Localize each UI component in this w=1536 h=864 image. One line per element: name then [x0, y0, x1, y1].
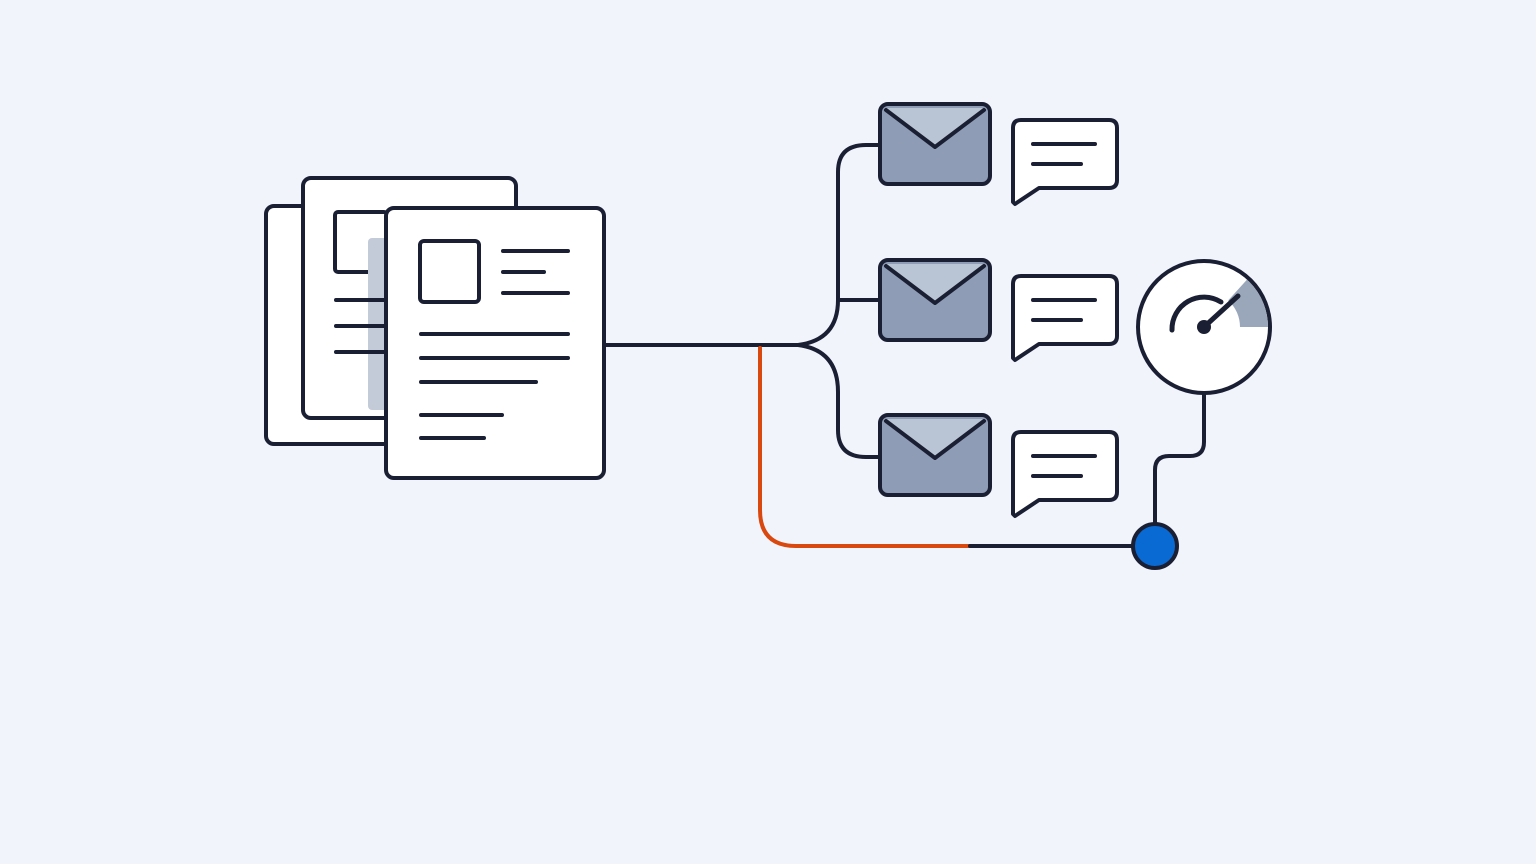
envelope-flap — [884, 108, 986, 147]
envelope-icon — [878, 413, 992, 497]
speedometer-icon — [1136, 259, 1272, 395]
document-front-photo — [418, 239, 481, 304]
gauge-level-fill — [1228, 279, 1268, 327]
envelope-flap — [884, 419, 986, 458]
gauge-connector — [1153, 392, 1206, 526]
chat-bubble-group — [1011, 118, 1119, 518]
envelope-icon — [878, 102, 992, 186]
envelope-group — [878, 102, 992, 497]
envelope-icon — [878, 258, 992, 342]
branch-bottom-connector — [796, 343, 882, 459]
envelope-fold — [884, 108, 986, 149]
gauge-arc — [1169, 294, 1224, 333]
envelope-fold — [884, 264, 986, 305]
connectors — [604, 143, 1206, 548]
chat-bubble-icon — [1011, 274, 1119, 362]
highlight-path-connector — [758, 346, 972, 548]
branch-top-connector — [796, 143, 882, 347]
endpoint-dot — [1131, 522, 1179, 570]
gauge-needle — [1201, 293, 1241, 330]
document-stack-icon — [264, 176, 606, 480]
envelope-fold — [884, 419, 986, 460]
envelope-flap — [884, 264, 986, 303]
chat-bubble-icon — [1011, 118, 1119, 206]
chat-bubble-icon — [1011, 430, 1119, 518]
gauge-hub — [1197, 320, 1211, 334]
